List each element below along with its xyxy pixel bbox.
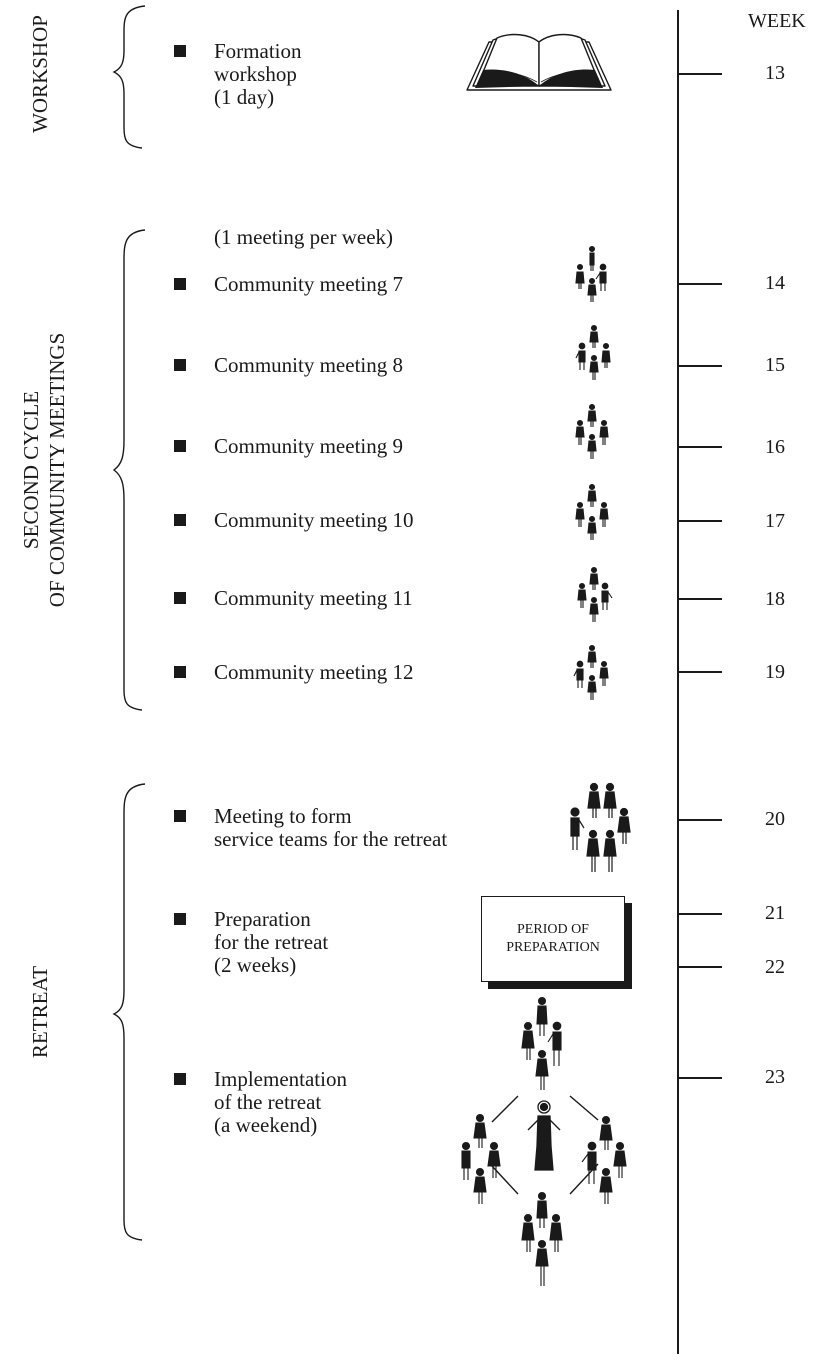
week-tick: [678, 446, 722, 448]
week-number: 18: [765, 588, 785, 610]
bullet-icon: [174, 514, 186, 526]
bullet-icon: [174, 278, 186, 290]
item-community-meeting-9: Community meeting 9: [214, 434, 403, 458]
bullet-icon: [174, 45, 186, 57]
week-tick: [678, 365, 722, 367]
people-group-icon: [575, 403, 609, 459]
week-number: 16: [765, 436, 785, 458]
week-number: 14: [765, 272, 785, 294]
week-tick: [678, 966, 722, 968]
bullet-icon: [174, 359, 186, 371]
retreat-group-icon: [461, 996, 627, 1286]
week-tick: [678, 671, 722, 673]
people-group-icon: [573, 644, 609, 700]
bullet-icon: [174, 592, 186, 604]
bullet-icon: [174, 810, 186, 822]
week-number: 19: [765, 661, 785, 683]
bullet-icon: [174, 1073, 186, 1085]
people-group-icon: [575, 483, 609, 540]
week-number: 13: [765, 62, 785, 84]
bullet-icon: [174, 666, 186, 678]
week-number: 17: [765, 510, 785, 532]
brace-workshop: [112, 5, 146, 149]
week-number: 20: [765, 808, 785, 830]
brace-retreat: [112, 783, 146, 1241]
week-tick: [678, 819, 722, 821]
week-number: 22: [765, 956, 785, 978]
people-group-icon: [570, 782, 631, 872]
week-tick: [678, 913, 722, 915]
week-tick: [678, 598, 722, 600]
item-community-meeting-11: Community meeting 11: [214, 586, 413, 610]
people-group-icon: [577, 566, 613, 622]
week-tick: [678, 1077, 722, 1079]
week-number: 23: [765, 1066, 785, 1088]
timeline-axis: [677, 10, 679, 1354]
open-book-icon: [466, 33, 612, 91]
item-community-meeting-8: Community meeting 8: [214, 353, 403, 377]
bullet-icon: [174, 440, 186, 452]
week-tick: [678, 283, 722, 285]
week-tick: [678, 73, 722, 75]
item-community-meeting-12: Community meeting 12: [214, 660, 414, 684]
week-number: 15: [765, 354, 785, 376]
meetings-frequency-note: (1 meeting per week): [214, 225, 394, 249]
week-number: 21: [765, 902, 785, 924]
people-group-icon: [575, 245, 607, 302]
brace-second-cycle: [112, 229, 146, 711]
item-community-meeting-10: Community meeting 10: [214, 508, 414, 532]
week-header: WEEK: [748, 10, 806, 32]
week-tick: [678, 520, 722, 522]
item-community-meeting-7: Community meeting 7: [214, 272, 403, 296]
people-group-icon: [575, 324, 611, 380]
preparation-period-box: PERIOD OF PREPARATION: [481, 896, 625, 982]
bullet-icon: [174, 913, 186, 925]
